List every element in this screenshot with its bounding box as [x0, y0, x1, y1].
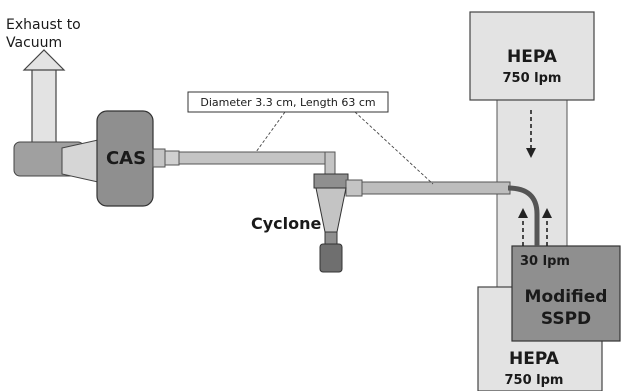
cas-label: CAS	[106, 148, 146, 169]
callout-leader-left	[255, 111, 286, 153]
sspd-box	[511, 245, 621, 342]
sspd-flow: 30 lpm	[520, 254, 570, 269]
hepa-top-flow: 750 lpm	[503, 71, 562, 86]
dimension-callout: Diameter 3.3 cm, Length 63 cm	[200, 96, 375, 109]
sspd-inlet-arrow-left	[518, 208, 528, 246]
tube-cas-to-cyclone	[152, 148, 336, 175]
sspd-inlet-arrow-right	[542, 208, 552, 246]
exhaust-arrow-head	[22, 49, 66, 71]
dimension-callout-box	[187, 91, 389, 113]
hepa-bottom-name: HEPA	[509, 349, 560, 369]
vacuum-housing	[13, 139, 99, 183]
sspd-label-1: Modified	[525, 287, 608, 307]
exhaust-label-2: Vacuum	[6, 35, 62, 51]
downflow-arrow	[526, 110, 536, 158]
hepa-bottom-flow: 750 lpm	[505, 373, 564, 388]
cyclone-label: Cyclone	[251, 214, 322, 233]
exhaust-label-1: Exhaust to	[6, 17, 81, 33]
cyclone	[313, 173, 363, 273]
callout-leader-right	[354, 111, 434, 185]
hepa-top-name: HEPA	[507, 47, 558, 67]
sspd-label-2: SSPD	[541, 309, 591, 329]
hepa-top-box	[469, 11, 595, 101]
